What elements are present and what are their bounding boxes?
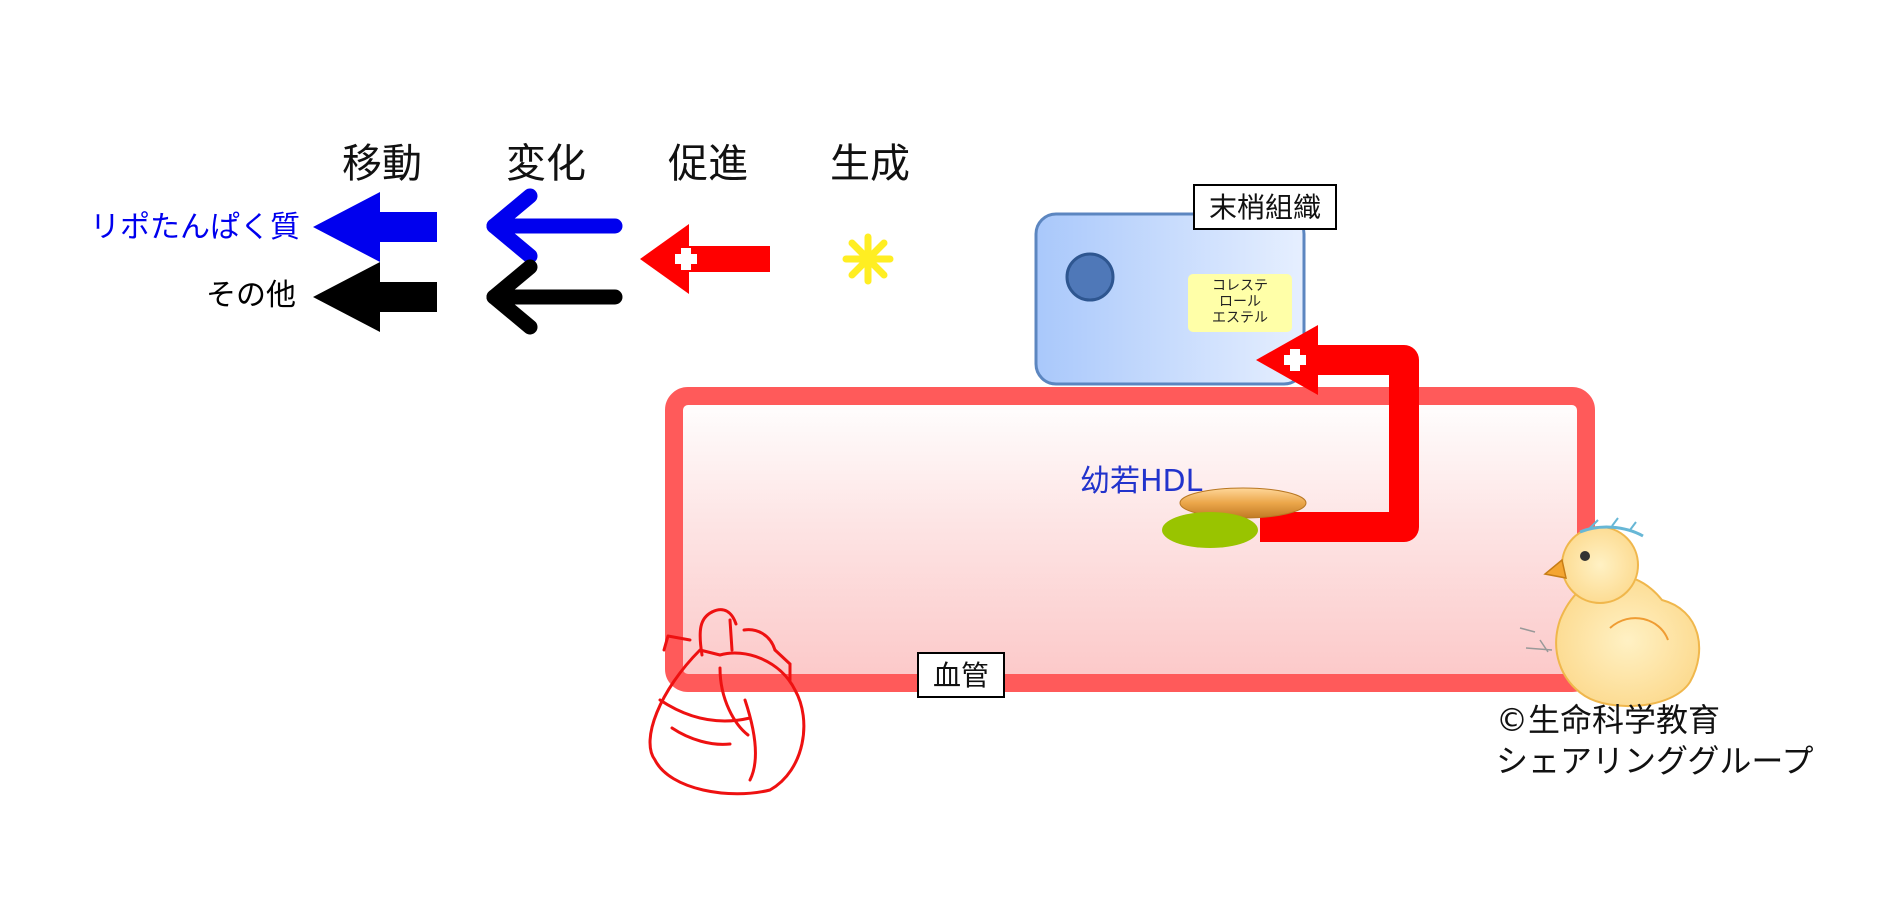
blood-vessel-label-box: 血管 <box>917 652 1005 698</box>
legend-row-lipoprotein: リポたんぱく質 <box>90 210 300 245</box>
move-arrow-lipoprotein-icon <box>313 192 437 262</box>
legend-header-change: 変化 <box>506 141 586 187</box>
generate-star-icon <box>842 233 894 285</box>
promote-path-arrow-icon <box>1256 325 1419 542</box>
peripheral-tissue-label-box: 末梢組織 <box>1193 184 1337 230</box>
cholesterol-ester-line-3: エステル <box>1212 310 1268 326</box>
legend-row-other: その他 <box>206 278 296 313</box>
peripheral-tissue-label: 末梢組織 <box>1209 191 1321 224</box>
credit-line-2: シェアリンググループ <box>1496 742 1813 780</box>
young-hdl-label: 幼若HDL <box>1080 464 1203 499</box>
legend-header-generate: 生成 <box>830 141 910 187</box>
change-arrow-lipoprotein-icon <box>486 188 623 264</box>
peripheral-tissue-cell: コレステ ロール エステル <box>1034 212 1306 386</box>
move-arrow-other-icon <box>313 262 437 332</box>
blood-vessel-label: 血管 <box>933 659 989 692</box>
blood-vessel <box>665 387 1595 692</box>
legend-header-move: 移動 <box>342 141 422 187</box>
change-arrow-other-icon <box>486 259 623 335</box>
chick-mascot-icon <box>1519 517 1701 708</box>
cholesterol-ester-line-1: コレステ <box>1212 278 1268 294</box>
credit: ©生命科学教育 シェアリンググループ <box>1496 701 1813 780</box>
legend-header-promote: 促進 <box>668 141 748 187</box>
cell-nucleus-icon <box>1065 252 1115 302</box>
cholesterol-ester-line-2: ロール <box>1219 294 1261 310</box>
hdl-protein-green-icon <box>1162 512 1258 548</box>
credit-line-1: ©生命科学教育 <box>1496 701 1720 739</box>
young-hdl: 幼若HDL <box>1080 464 1307 548</box>
heart-icon <box>648 608 806 796</box>
promote-arrow-icon <box>640 224 770 294</box>
cholesterol-ester-box <box>1188 274 1292 332</box>
legend: 移動 変化 促進 生成 リポたんぱく質 その他 <box>90 141 910 335</box>
